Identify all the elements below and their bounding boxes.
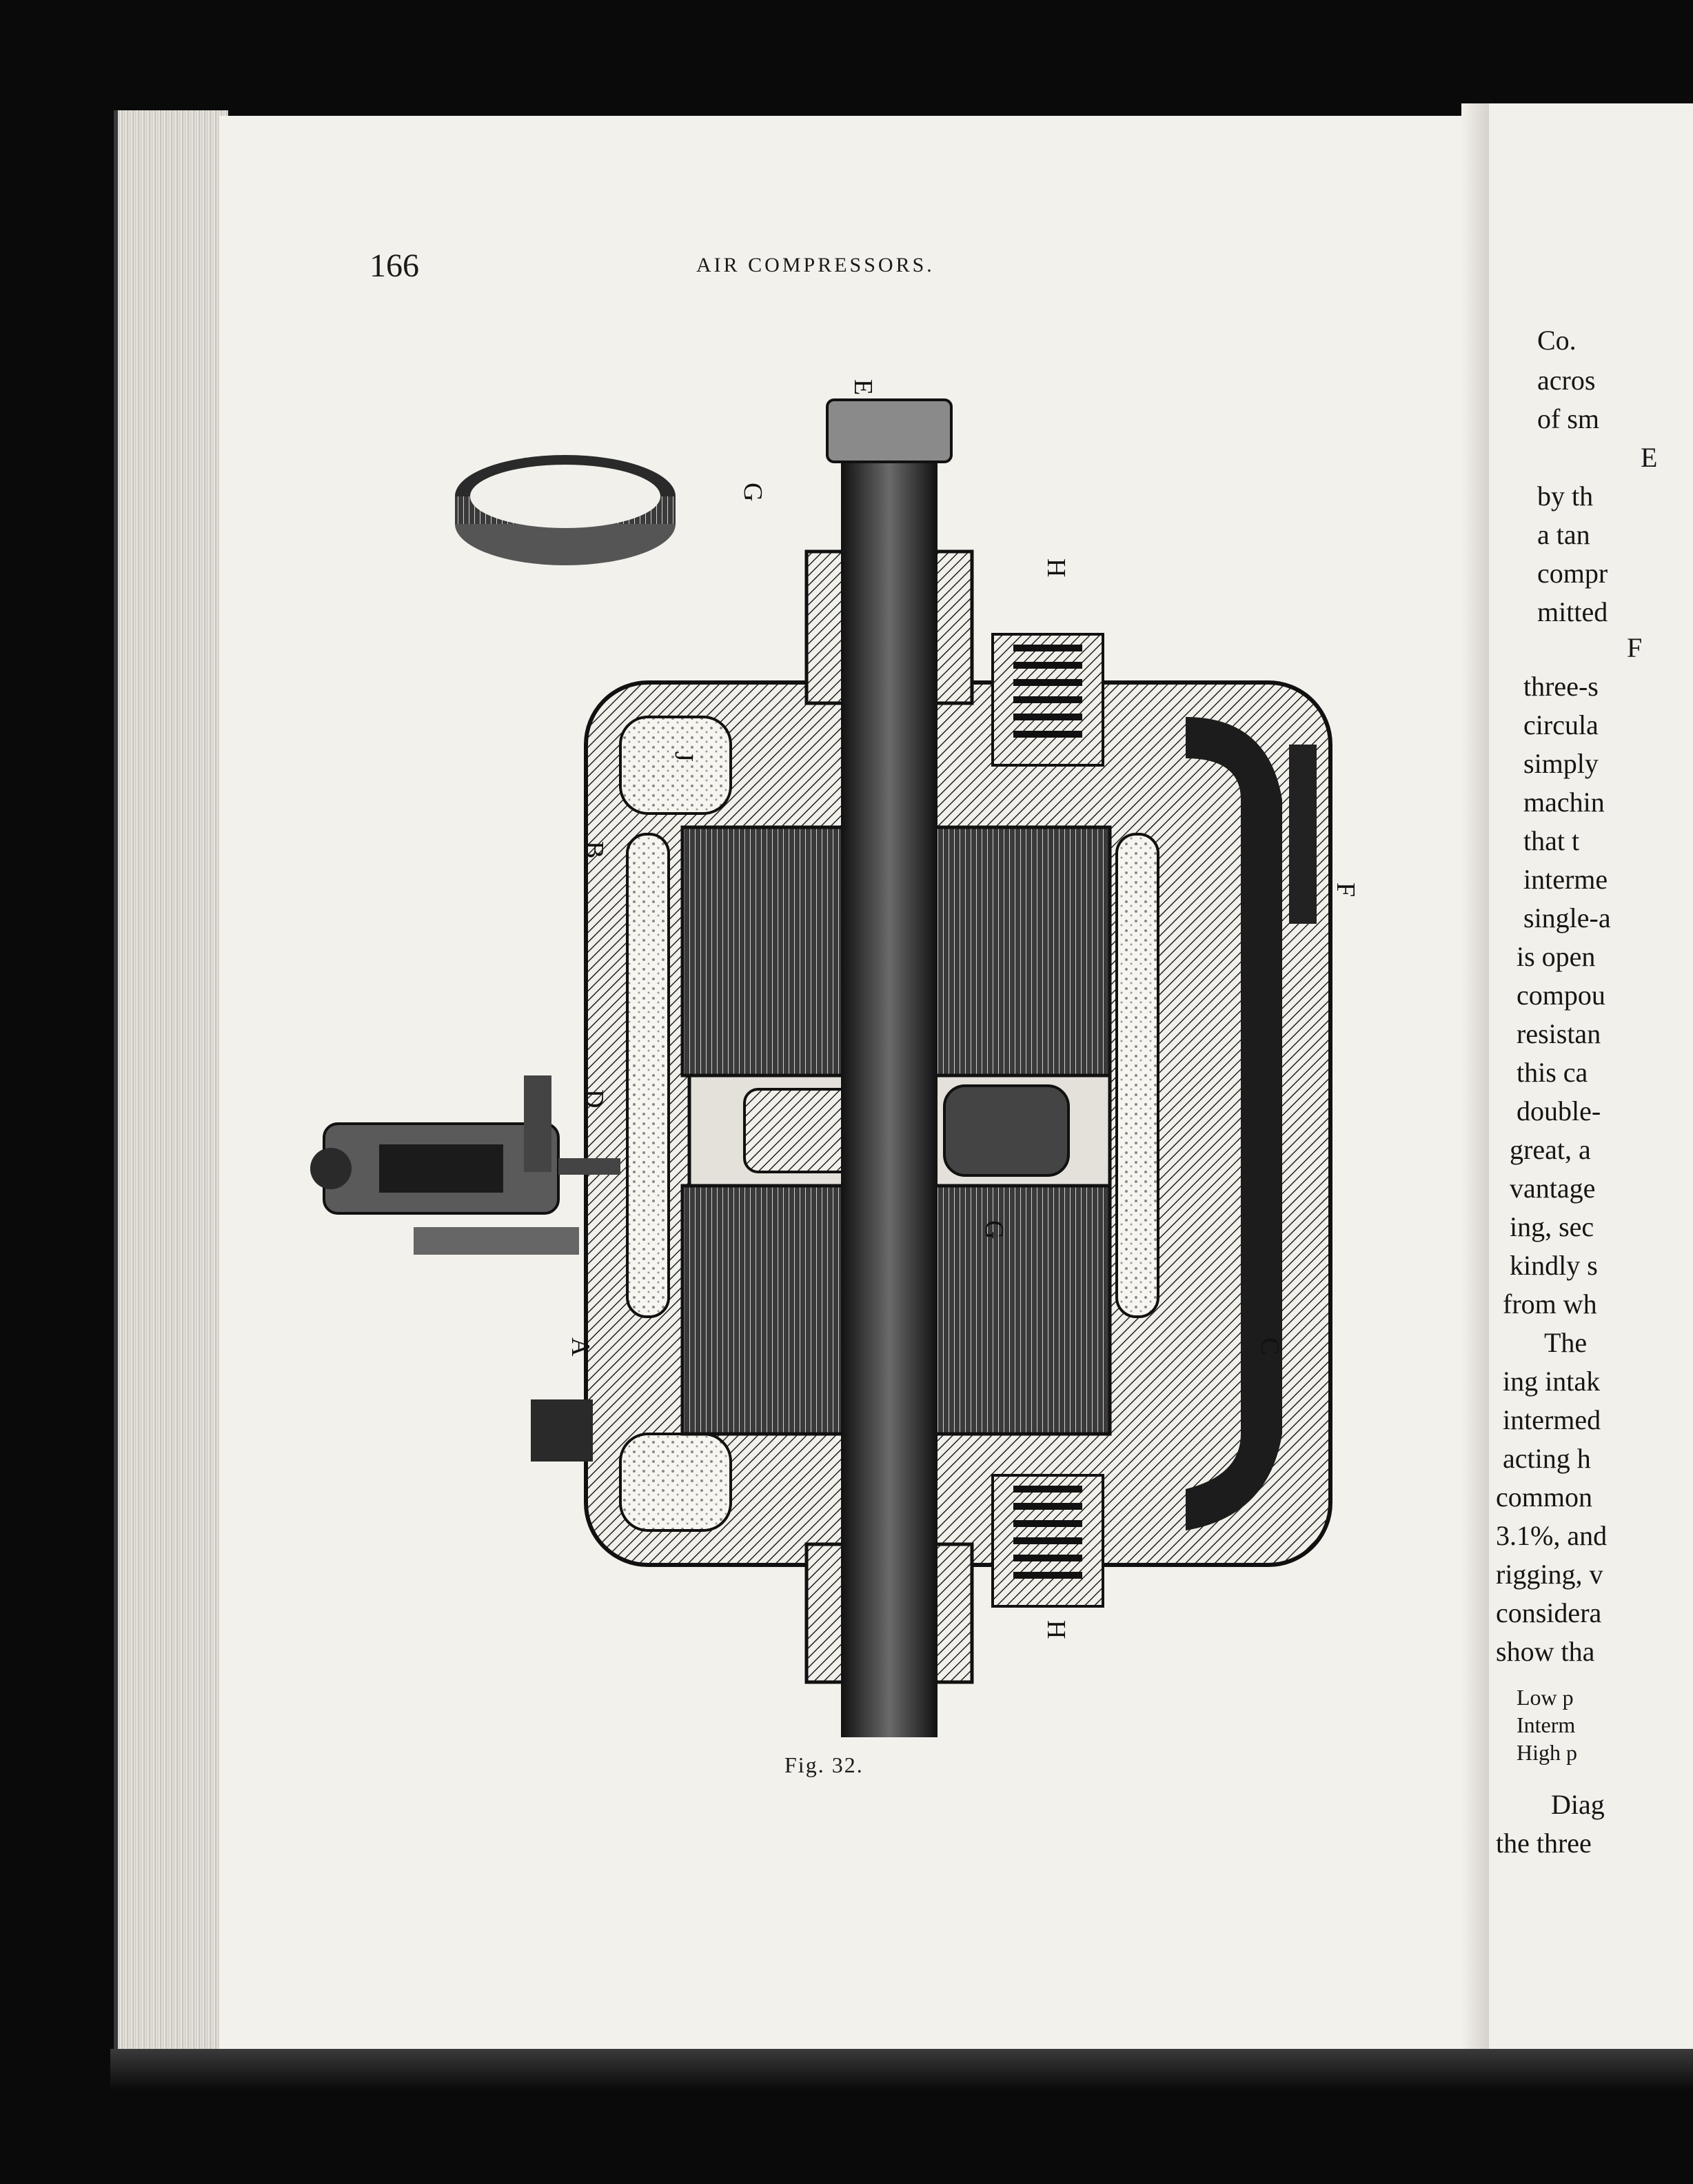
right-page-line: vantage (1510, 1173, 1596, 1204)
figure-label-j: J (669, 751, 698, 762)
right-page-line: Co. (1537, 325, 1577, 356)
right-page-line: that t (1523, 825, 1580, 856)
right-page-line: three-s (1523, 671, 1599, 702)
right-page-line: compou (1517, 980, 1605, 1011)
right-page-line: common (1496, 1482, 1592, 1513)
right-page-line: compr (1537, 558, 1608, 589)
right-page (1489, 103, 1693, 2061)
valve (943, 1084, 1070, 1177)
right-page-line: considera (1496, 1597, 1602, 1628)
figure-label-g-piston: G (980, 1220, 1008, 1239)
right-page-line: Low p (1517, 1685, 1574, 1710)
figure-label-a: A (566, 1337, 595, 1357)
right-page-line: E (1641, 442, 1658, 473)
right-page-line: a tan (1537, 519, 1590, 550)
flange-bolts (1289, 745, 1317, 924)
right-page-line: show tha (1496, 1636, 1595, 1667)
right-page-line: this ca (1517, 1057, 1588, 1088)
figure-label-c: C (1255, 1337, 1284, 1355)
right-page-line: great, a (1510, 1134, 1591, 1165)
water-jacket (1115, 833, 1159, 1318)
right-page-line: acting h (1503, 1443, 1591, 1474)
piston-ring-illustration (455, 455, 676, 565)
right-page-line: from wh (1503, 1288, 1597, 1320)
figure-label-g-ring: G (738, 483, 767, 501)
spring-valve-top (991, 633, 1104, 767)
piston-rod (841, 400, 937, 1737)
right-page-line: acros (1537, 365, 1596, 396)
right-page-line: Diag (1551, 1789, 1605, 1820)
right-page-line: by th (1537, 481, 1594, 512)
figure-label-b: B (580, 841, 609, 858)
right-page-line: double- (1517, 1095, 1601, 1126)
compressor-cross-section-figure: E G H B J F D G A C H (310, 379, 1360, 1737)
figure-label-h-top: H (1042, 558, 1071, 577)
right-page-line: rigging, v (1496, 1559, 1603, 1590)
right-page-line: single-a (1523, 902, 1611, 933)
right-page-line: the three (1496, 1828, 1592, 1859)
right-page-line: 3.1%, and (1496, 1520, 1608, 1551)
right-page-line: of sm (1537, 403, 1599, 434)
right-page-line: machin (1523, 787, 1605, 818)
figure-label-f: F (1331, 882, 1360, 897)
page-number: 166 (369, 247, 419, 284)
spring-valve-bottom (991, 1474, 1104, 1608)
book-bottom-shadow (110, 2049, 1693, 2090)
running-head: AIR COMPRESSORS. (696, 254, 935, 276)
right-page-line: kindly s (1510, 1250, 1598, 1281)
right-page-line: mitted (1537, 596, 1608, 627)
right-page-line: Interm (1517, 1712, 1576, 1737)
right-page-line: simply (1523, 748, 1599, 779)
right-page-line: circula (1523, 709, 1599, 740)
rod-coupling (826, 398, 953, 463)
right-page-line: High p (1517, 1740, 1577, 1765)
figure-label-e: E (849, 379, 878, 395)
water-jacket (619, 1433, 732, 1532)
air-passage (1186, 717, 1282, 1530)
right-page-line: intermed (1503, 1404, 1601, 1435)
right-page-line: resistan (1517, 1018, 1601, 1049)
right-page-line: ing intak (1503, 1366, 1601, 1397)
figure-caption: Fig. 32. (784, 1752, 864, 1777)
lubricator (310, 1075, 620, 1255)
book-page-edges (114, 110, 228, 2054)
water-jacket (626, 833, 670, 1318)
bracket (531, 1399, 593, 1462)
right-page-line: F (1627, 632, 1643, 663)
water-jacket (619, 716, 732, 815)
figure-label-d: D (580, 1089, 609, 1108)
figure-label-h-bottom: H (1042, 1620, 1071, 1639)
right-page-line: The (1544, 1327, 1588, 1358)
right-page-line: interme (1523, 864, 1608, 895)
right-page-line: is open (1517, 941, 1596, 972)
right-page-line: ing, sec (1510, 1211, 1594, 1242)
